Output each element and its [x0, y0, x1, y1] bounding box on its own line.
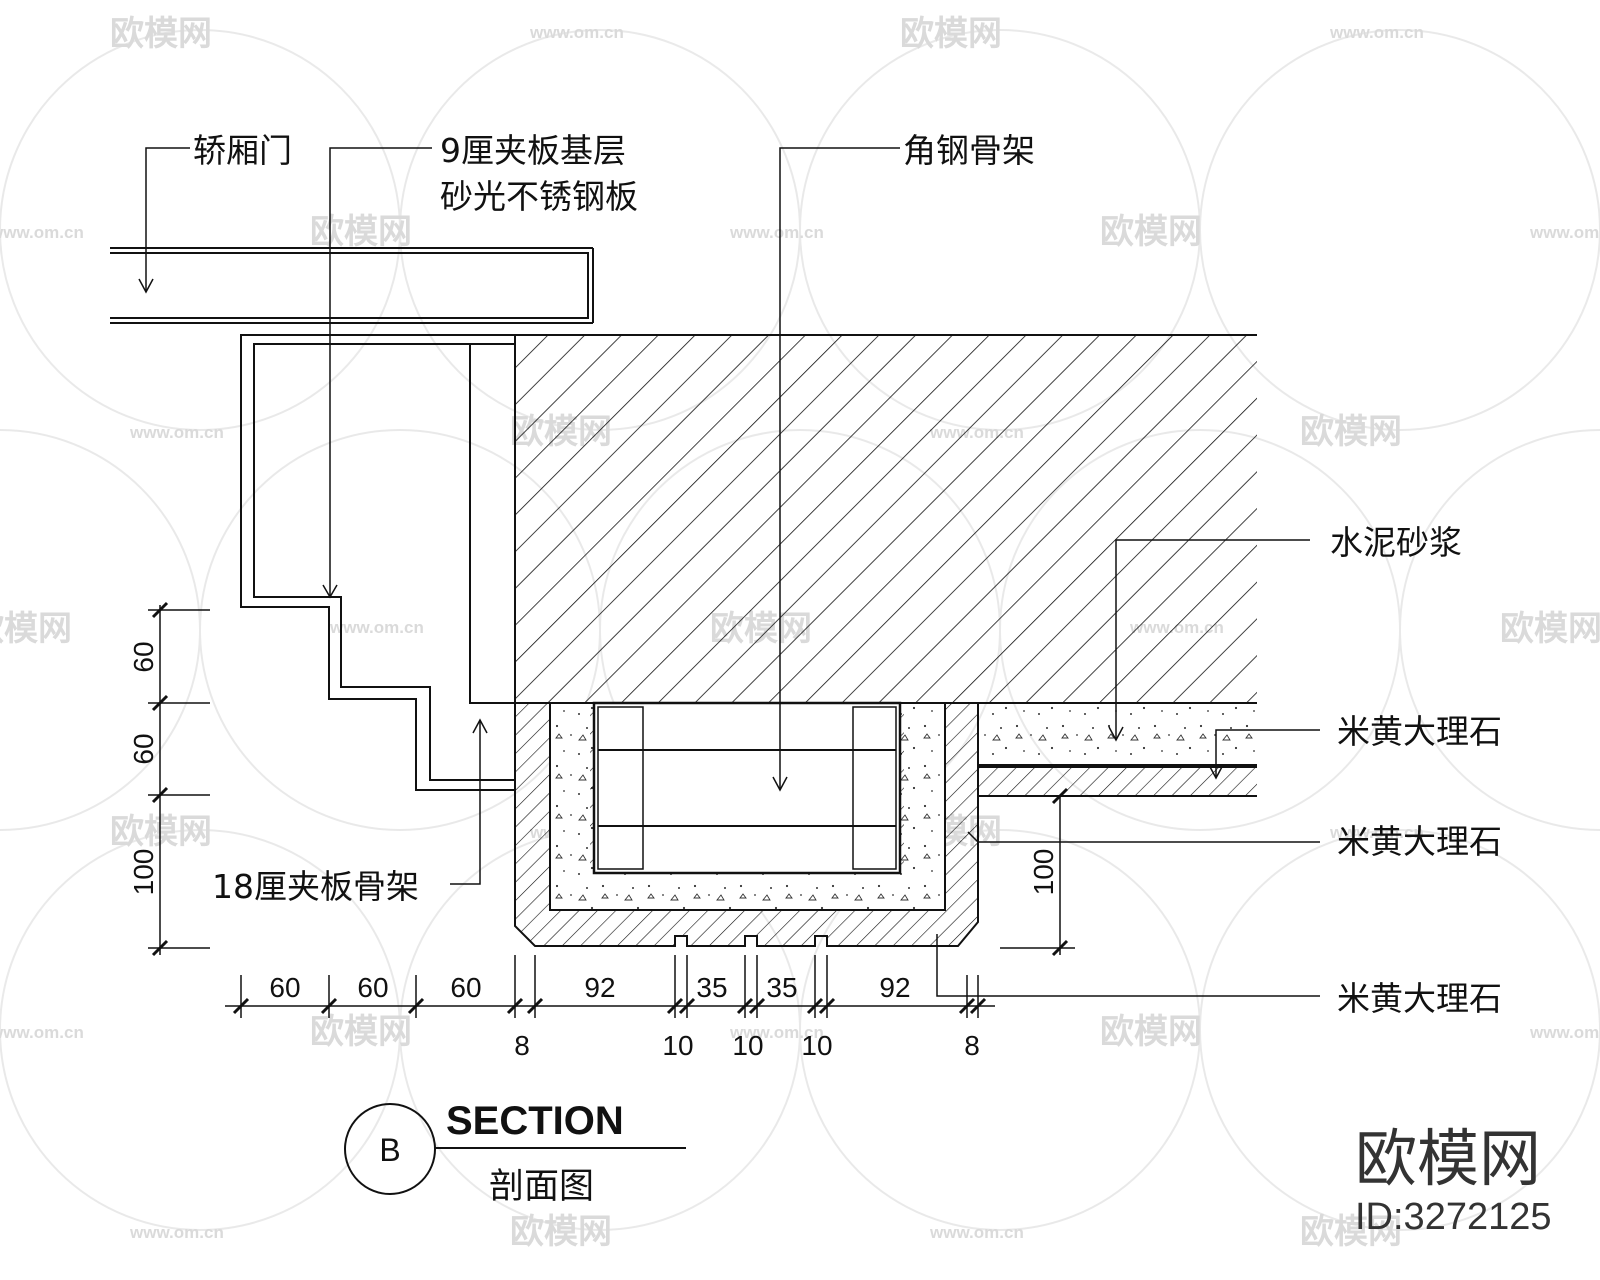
svg-text:欧模网: 欧模网: [110, 14, 212, 54]
section-subtitle: 剖面图: [489, 1167, 594, 1207]
svg-text:www.om.cn: www.om.cn: [0, 1023, 84, 1042]
dim-h-10-a: 10: [662, 1030, 693, 1061]
dim-v-60-lower: 60: [128, 733, 159, 764]
svg-text:www.om.cn: www.om.cn: [529, 23, 624, 42]
dim-h-10-c: 10: [801, 1030, 832, 1061]
svg-text:www.om.cn: www.om.cn: [129, 423, 224, 442]
svg-text:欧模网: 欧模网: [510, 1212, 612, 1252]
svg-text:欧模网: 欧模网: [310, 1012, 412, 1052]
svg-text:www.om.cn: www.om.cn: [0, 223, 84, 242]
svg-text:www.om.cn: www.om.cn: [329, 618, 424, 637]
dim-v-60-upper: 60: [128, 641, 159, 672]
label-marble-3: 米黄大理石: [1337, 979, 1502, 1018]
section-title: SECTION: [446, 1099, 624, 1143]
svg-text:欧模网: 欧模网: [310, 212, 412, 252]
steel-cladding-profile: [240, 334, 515, 791]
mortar-layer: [978, 703, 1257, 797]
dim-ticks: [232, 997, 987, 1015]
dim-h-60-a: 60: [269, 972, 300, 1003]
svg-text:欧模网: 欧模网: [1100, 212, 1202, 252]
svg-text:欧模网: 欧模网: [1300, 412, 1402, 452]
threshold-trough: [514, 701, 979, 947]
section-bubble-letter: B: [379, 1132, 400, 1168]
svg-text:欧模网: 欧模网: [0, 609, 72, 649]
brand-name: 欧模网: [1355, 1122, 1541, 1195]
svg-text:www.om.cn: www.om.cn: [1529, 1023, 1600, 1042]
dim-h-35-a: 35: [696, 972, 727, 1003]
dim-h-10-b: 10: [732, 1030, 763, 1061]
dim-h-8-right: 8: [964, 1030, 980, 1061]
svg-text:www.om.cn: www.om.cn: [729, 223, 824, 242]
brand-watermark: 欧模网 ID:3272125: [1355, 1122, 1552, 1238]
label-marble-2: 米黄大理石: [1337, 822, 1502, 861]
svg-text:欧模网: 欧模网: [110, 812, 212, 852]
label-cement-mortar: 水泥砂浆: [1330, 523, 1462, 562]
car-door-panel: [110, 247, 594, 324]
svg-text:www.om.cn: www.om.cn: [1529, 223, 1600, 242]
svg-text:欧模网: 欧模网: [1100, 1012, 1202, 1052]
svg-text:www.om.cn: www.om.cn: [129, 1223, 224, 1242]
label-plywood-frame: 18厘夹板骨架: [212, 867, 419, 906]
dimension-texts: 60 60 100 100 60 60 60 92 35 35 92 8 10 …: [128, 641, 1059, 1061]
svg-text:欧模网: 欧模网: [900, 14, 1002, 54]
label-car-door: 轿厢门: [193, 131, 292, 170]
label-marble-1: 米黄大理石: [1337, 712, 1502, 751]
label-sanded-steel: 砂光不锈钢板: [440, 177, 638, 216]
svg-text:www.om.cn: www.om.cn: [929, 1223, 1024, 1242]
label-plywood-base: 9厘夹板基层: [440, 131, 626, 170]
dimension-lines: [148, 601, 1075, 1018]
dim-h-35-b: 35: [766, 972, 797, 1003]
svg-text:www.om.cn: www.om.cn: [1329, 23, 1424, 42]
dim-v-100-left: 100: [128, 849, 159, 896]
leader-lines: [138, 147, 1320, 997]
svg-text:www.om.cn: www.om.cn: [1329, 823, 1424, 842]
brand-id: ID:3272125: [1355, 1196, 1552, 1238]
annotation-labels: 轿厢门 9厘夹板基层 砂光不锈钢板 角钢骨架 水泥砂浆 米黄大理石 米黄大理石 …: [193, 131, 1502, 1018]
dim-h-60-b: 60: [357, 972, 388, 1003]
dim-h-92-left: 92: [584, 972, 615, 1003]
svg-text:www.om.cn: www.om.cn: [729, 1023, 824, 1042]
section-title-block: B SECTION 剖面图: [344, 1099, 686, 1207]
dim-h-92-right: 92: [879, 972, 910, 1003]
dim-h-8-left: 8: [514, 1030, 530, 1061]
svg-text:欧模网: 欧模网: [1300, 1212, 1402, 1252]
dim-v-100-right: 100: [1028, 849, 1059, 896]
svg-text:欧模网: 欧模网: [1500, 609, 1600, 649]
label-angle-steel-frame: 角钢骨架: [903, 131, 1035, 170]
dim-h-60-c: 60: [450, 972, 481, 1003]
